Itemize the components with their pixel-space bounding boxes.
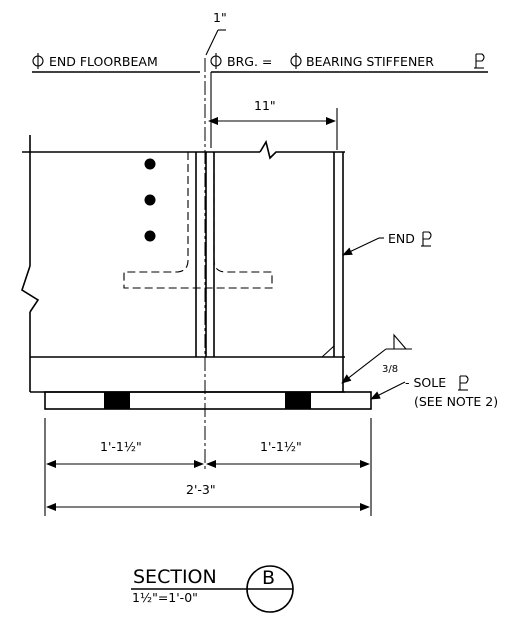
section-title: SECTION bbox=[133, 566, 217, 588]
centerline-symbol bbox=[290, 53, 302, 69]
weld-symbol: 3/8 bbox=[341, 333, 412, 384]
dim-left-label: 1'-1½" bbox=[100, 439, 142, 454]
top-labels: 1" END FLOORBEAM BRG. = BEARING STIFFENE… bbox=[32, 10, 488, 73]
bolt bbox=[144, 158, 156, 170]
floorbeam-elevation bbox=[21, 135, 345, 393]
weld-size-label: 3/8 bbox=[382, 364, 398, 375]
centerline-symbol bbox=[32, 53, 44, 69]
sole-plate bbox=[44, 391, 372, 410]
dim-11in: 11" bbox=[208, 98, 338, 150]
end-floorbeam-label: END FLOORBEAM bbox=[49, 54, 158, 69]
section-title-block: SECTION 1½"=1'-0" B bbox=[131, 565, 294, 613]
bolt bbox=[144, 194, 156, 206]
dim-1in-leader bbox=[205, 29, 219, 56]
bearing-stiffener-label: BEARING STIFFENER bbox=[306, 54, 434, 69]
hidden-floorbeam bbox=[123, 152, 273, 289]
bolt bbox=[144, 230, 156, 242]
masonry-block bbox=[104, 392, 130, 409]
centerline-symbol bbox=[210, 53, 222, 69]
dim-11in-label: 11" bbox=[254, 98, 276, 113]
end-plate-callout: END bbox=[342, 231, 432, 256]
end-plate-label: END bbox=[388, 231, 415, 246]
sole-plate-label: - SOLE bbox=[405, 375, 446, 390]
plate-symbol bbox=[458, 375, 469, 391]
dim-1in-label: 1" bbox=[213, 10, 227, 25]
bolts bbox=[144, 158, 156, 242]
dim-total-label: 2'-3" bbox=[186, 482, 216, 497]
dim-right-label: 1'-1½" bbox=[260, 439, 302, 454]
masonry-block bbox=[285, 392, 311, 409]
bottom-dimensions: 1'-1½" 1'-1½" 2'-3" bbox=[44, 418, 372, 516]
brg-label: BRG. = bbox=[227, 54, 272, 69]
scale-label: 1½"=1'-0" bbox=[132, 590, 198, 605]
section-mark: B bbox=[262, 567, 275, 589]
sole-plate-callout: - SOLE (SEE NOTE 2) bbox=[370, 375, 498, 409]
plate-symbol bbox=[421, 231, 432, 247]
plate-symbol bbox=[474, 53, 485, 69]
see-note-label: (SEE NOTE 2) bbox=[414, 394, 498, 409]
